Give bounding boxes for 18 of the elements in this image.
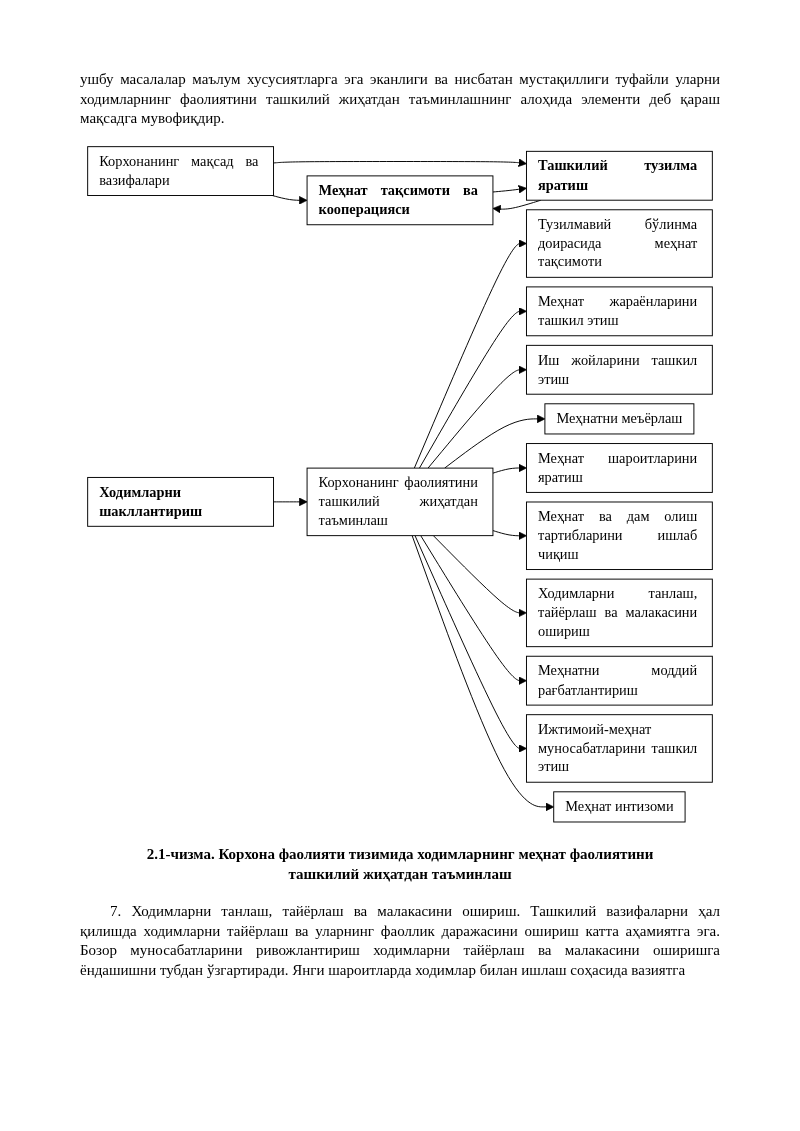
node-box: Меҳнат ва дам олиш тартибларини ишлаб чиқиш [526, 501, 713, 570]
node-box: Меҳнат интизоми [553, 790, 686, 822]
node-box: Меҳнатни меъёрлаш [544, 402, 695, 434]
node-box: Корхонанинг мақсад ва вазифалари [87, 145, 274, 196]
node-box: Корхонанинг фаолиятини ташкилий жиҳатдан таъминлаш [306, 467, 494, 536]
paragraph: ушбу масалалар маълум хусусиятларга эга эканлиги ва нисбатан мустақиллиги туфайли уларни ходимларнинг фаолиятини ташкилий жиҳатдан таъминлашнинг алоҳида элементи деб қараш мақсадга мувофиқдир. [80, 70, 720, 128]
node-box: Ташкилий тузилма яратиш [526, 150, 713, 201]
node-box: Меҳнат тақсимоти ва кооперацияси [306, 174, 494, 225]
node-box: Меҳнат шароитларини яратиш [526, 442, 713, 493]
node-box: Ходимларни шакллантириш [87, 476, 274, 527]
node-box: Ижтимоий-меҳнат муносабатларини ташкил этиш [526, 713, 713, 783]
figure-caption: 2.1-чизма. Корхона фаолияти тизимида ходимларнинг меҳнат фаолиятини ташкилий жиҳатдан таъминлаш [145, 845, 655, 884]
node-box: Тузилмавий бўлинма доирасида меҳнат тақсимоти [526, 208, 713, 278]
node-box: Меҳнат жараёнларини ташкил этиш [526, 285, 713, 336]
node-box: Иш жойларини ташкил этиш [526, 344, 713, 395]
paragraph: 7. Ходимларни танлаш, тайёрлаш ва малакасини ошириш. Ташкилий вазифаларни ҳал қилишда ходимларни тайёрлаш ва уларнинг фаоллик даражасини ошириш катта аҳамиятга эга. Бозор муносабатларини ривожлантириш ходимларни тайёрлаш ва малакасини оширишга ёндашишни тубдан ўзгартиради. Янги шароитларда ходимлар билан ишлаш соҳасида вазиятга [80, 902, 720, 980]
node-box: Ходимларни танлаш, тайёрлаш ва малакасини ошириш [526, 578, 713, 647]
node-box: Меҳнатни моддий рағбатлантириш [526, 655, 713, 706]
